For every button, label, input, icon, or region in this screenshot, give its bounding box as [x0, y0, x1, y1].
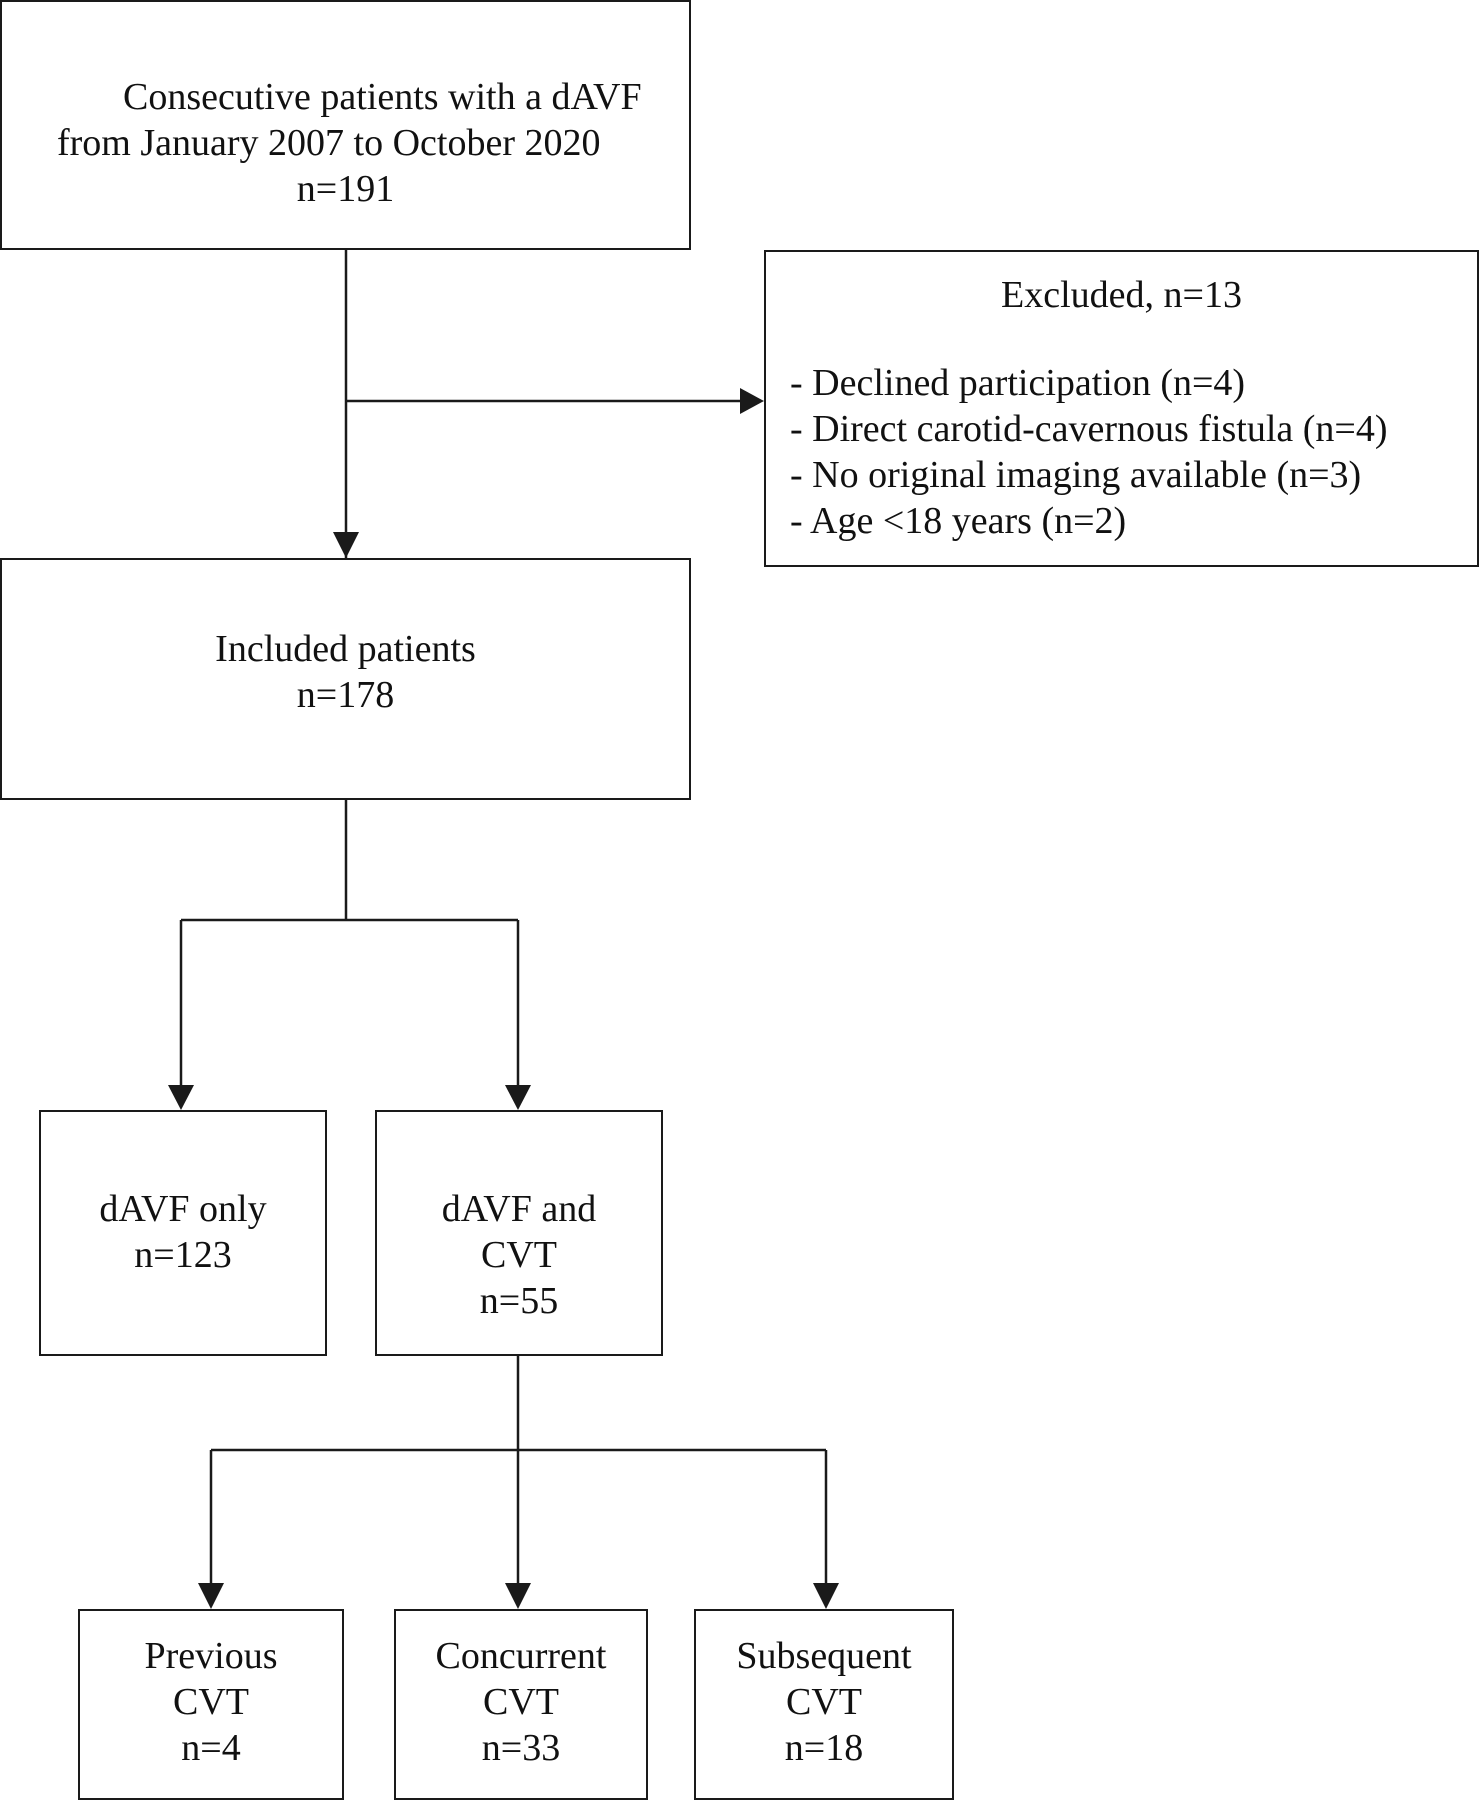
- start-line2: from January 2007 to October 2020: [57, 122, 601, 164]
- arrowhead-davf-only: [168, 1085, 194, 1110]
- arrowhead-concurrent: [505, 1583, 531, 1609]
- excluded-reason-2: - Direct carotid-cavernous fistula (n=4): [790, 408, 1388, 450]
- excluded-reason-1: - Declined participation (n=4): [790, 362, 1246, 404]
- excluded-reason-3: - No original imaging available (n=3): [790, 454, 1362, 496]
- arrowhead-previous: [198, 1583, 224, 1609]
- subsequent-cvt-box: Subsequent CVT n=18: [694, 1609, 954, 1800]
- subsequent-count: n=18: [784, 1727, 864, 1769]
- included-box: Included patients n=178: [0, 558, 691, 800]
- davf-only-box: dAVF only n=123: [39, 1110, 327, 1356]
- davf-cvt-line2: CVT: [481, 1234, 557, 1276]
- davf-only-count: n=123: [134, 1234, 232, 1276]
- previous-cvt-box: Previous CVT n=4: [78, 1609, 344, 1800]
- previous-line1: Previous: [144, 1635, 278, 1677]
- concurrent-line2: CVT: [483, 1681, 559, 1723]
- start-line1: Consecutive patients with a dAVF: [123, 76, 642, 118]
- davf-cvt-line1: dAVF and: [441, 1188, 597, 1230]
- excluded-reason-4: - Age <18 years (n=2): [790, 500, 1127, 542]
- arrowhead-subsequent: [813, 1583, 839, 1609]
- included-label: Included patients: [215, 628, 476, 670]
- start-box: Consecutive patients with a dAVF from Ja…: [0, 0, 691, 250]
- davf-only-label: dAVF only: [99, 1188, 267, 1230]
- included-count: n=178: [296, 674, 395, 716]
- davf-cvt-count: n=55: [479, 1280, 559, 1322]
- start-count: n=191: [296, 168, 395, 210]
- previous-count: n=4: [181, 1727, 241, 1769]
- concurrent-cvt-box: Concurrent CVT n=33: [394, 1609, 648, 1800]
- arrowhead-davf-cvt: [505, 1085, 531, 1110]
- previous-line2: CVT: [173, 1681, 249, 1723]
- subsequent-line1: Subsequent: [736, 1635, 912, 1677]
- excluded-title: Excluded, n=13: [1001, 274, 1242, 316]
- arrowhead-included: [333, 532, 359, 558]
- concurrent-count: n=33: [481, 1727, 561, 1769]
- davf-cvt-box: dAVF and CVT n=55: [375, 1110, 663, 1356]
- excluded-box: Excluded, n=13 - Declined participation …: [764, 250, 1479, 567]
- concurrent-line1: Concurrent: [435, 1635, 607, 1677]
- subsequent-line2: CVT: [786, 1681, 862, 1723]
- arrowhead-excluded: [740, 388, 764, 414]
